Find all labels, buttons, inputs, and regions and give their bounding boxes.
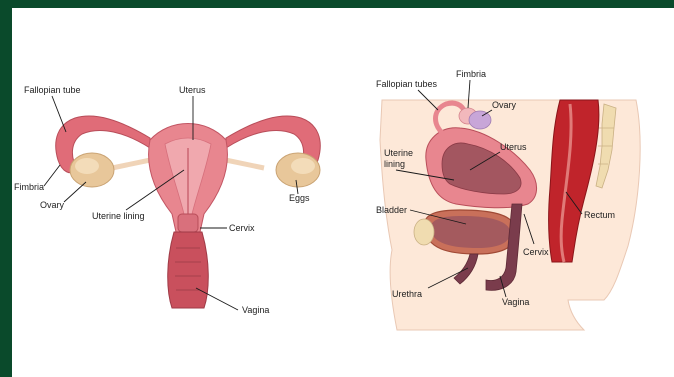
label-vagina-left: Vagina <box>242 305 269 315</box>
diagram-canvas: Fallopian tube Uterus Fimbria Ovary Uter… <box>12 8 674 377</box>
label-cervix-left: Cervix <box>229 223 255 233</box>
label-urethra: Urethra <box>392 289 422 299</box>
label-fallopian-tube: Fallopian tube <box>24 85 81 95</box>
right-ovary-highlight <box>291 158 315 174</box>
ovary-side <box>469 111 491 129</box>
leader-fallopian-tube <box>52 96 66 132</box>
label-uterine-lining: Uterine lining <box>92 211 145 221</box>
label-fallopian-tubes: Fallopian tubes <box>376 79 438 89</box>
label-uterine-line1: Uterine <box>384 148 413 158</box>
label-eggs: Eggs <box>289 193 310 203</box>
label-bladder: Bladder <box>376 205 407 215</box>
label-uterus: Uterus <box>179 85 206 95</box>
vagina-shape <box>168 232 209 308</box>
label-ovary-right: Ovary <box>492 100 517 110</box>
label-uterine-line2: lining <box>384 159 405 169</box>
left-ovary-highlight <box>75 158 99 174</box>
label-uterus-right: Uterus <box>500 142 527 152</box>
label-fimbria-right: Fimbria <box>456 69 486 79</box>
pubic-bone <box>414 219 434 245</box>
leader-fimbria <box>44 165 60 186</box>
label-vagina-right: Vagina <box>502 297 529 307</box>
cervix-shape <box>178 214 198 232</box>
label-ovary-left: Ovary <box>40 200 65 210</box>
label-rectum: Rectum <box>584 210 615 220</box>
label-fimbria: Fimbria <box>14 182 44 192</box>
leader-ovary-left <box>64 182 86 202</box>
anatomy-illustration: Fallopian tube Uterus Fimbria Ovary Uter… <box>12 8 674 377</box>
label-cervix-right: Cervix <box>523 247 549 257</box>
